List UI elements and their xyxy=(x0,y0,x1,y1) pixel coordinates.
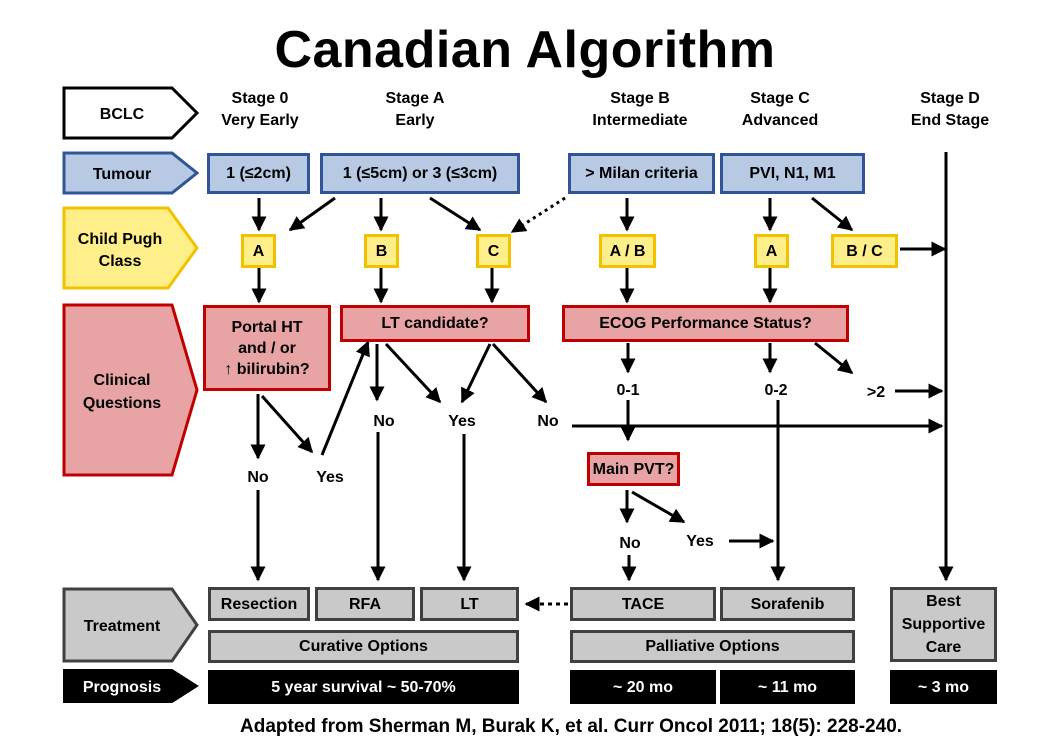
clinical-box-lt-candidate: LT candidate? xyxy=(340,305,530,342)
stage-b-line2: Intermediate xyxy=(592,112,688,129)
curative-options: Curative Options xyxy=(208,630,519,663)
treatment-resection: Resection xyxy=(208,587,310,621)
stage-0-line1: Stage 0 xyxy=(231,90,289,107)
row-label-bclc: BCLC xyxy=(62,86,200,140)
stage-c-line1: Stage C xyxy=(750,90,810,107)
stage-d-header: Stage D End Stage xyxy=(895,88,1005,132)
treatment-rfa: RFA xyxy=(315,587,415,621)
clinical-box-main-pvt: Main PVT? xyxy=(587,452,680,486)
palliative-options: Palliative Options xyxy=(570,630,855,663)
child-pugh-box-a-stage0: A xyxy=(241,234,276,268)
arrow-yes-lt xyxy=(320,340,370,456)
row-label-treatment-text: Treatment xyxy=(84,618,161,635)
prognosis-sorafenib: ~ 11 mo xyxy=(720,670,855,704)
bsc-line2: Supportive xyxy=(901,616,986,633)
arrow-c-no xyxy=(491,342,548,404)
answer-no-pvt: No xyxy=(619,535,641,552)
arrow-t2-c xyxy=(429,196,482,232)
stage-0-line2: Very Early xyxy=(221,112,299,129)
portal-ht-line3: ↑ bilirubin? xyxy=(224,360,310,378)
answer-no-lt: No xyxy=(373,413,395,430)
treatment-tace: TACE xyxy=(570,587,716,621)
answer-ecog-0-2: 0-2 xyxy=(764,382,788,399)
bsc-line3: Care xyxy=(925,639,962,656)
citation: Adapted from Sherman M, Burak K, et al. … xyxy=(240,716,903,737)
arrow-ecog-gt2 xyxy=(814,341,854,375)
arrow-pvt-yes xyxy=(631,490,686,524)
stage-d-line2: End Stage xyxy=(910,112,990,129)
clinical-box-ecog: ECOG Performance Status? xyxy=(562,305,849,342)
treatment-sorafenib: Sorafenib xyxy=(720,587,855,621)
answer-ecog-gt2: >2 xyxy=(866,384,886,401)
tumour-box-3: > Milan criteria xyxy=(568,153,715,194)
portal-ht-line1: Portal HT xyxy=(231,318,303,336)
tumour-box-4: PVI, N1, M1 xyxy=(720,153,865,194)
portal-ht-line2: and / or xyxy=(238,339,296,357)
stage-c-line2: Advanced xyxy=(741,112,819,129)
treatment-best-supportive-care: Best Supportive Care xyxy=(890,587,997,662)
arrow-t2-a xyxy=(288,196,336,232)
clinical-box-portal-ht: Portal HT and / or ↑ bilirubin? xyxy=(203,305,331,391)
answer-yes-lt: Yes xyxy=(448,413,476,430)
treatment-lt: LT xyxy=(420,587,519,621)
stage-d-line1: Stage D xyxy=(920,90,980,107)
arrow-lt-yes-1 xyxy=(384,342,442,404)
stage-a-header: Stage A Early xyxy=(355,88,475,132)
answer-no-portal: No xyxy=(247,469,269,486)
arrow-t4-bc xyxy=(811,196,854,232)
stage-a-line1: Stage A xyxy=(385,90,445,107)
arrow-t3-c-dotted xyxy=(510,196,566,234)
row-label-child-pugh-line1: Child Pugh xyxy=(78,231,162,248)
row-label-child-pugh-line2: Class xyxy=(99,253,142,270)
page-title: Canadian Algorithm xyxy=(274,21,776,79)
answer-yes-portal: Yes xyxy=(316,469,344,486)
row-label-prognosis: Prognosis xyxy=(63,669,199,703)
child-pugh-box-bc-stagec: B / C xyxy=(831,234,898,268)
arrow-lt-yes-2 xyxy=(460,343,492,404)
arrow-portal-yes xyxy=(260,395,314,454)
row-label-treatment: Treatment xyxy=(62,587,199,663)
answer-no-c: No xyxy=(537,413,559,430)
tumour-box-2: 1 (≤5cm) or 3 (≤3cm) xyxy=(320,153,520,194)
prognosis-bsc: ~ 3 mo xyxy=(890,670,997,704)
stage-a-line2: Early xyxy=(395,112,435,129)
row-label-prognosis-text: Prognosis xyxy=(83,679,161,696)
row-label-clinical-line1: Clinical xyxy=(94,372,151,389)
child-pugh-box-ab-stageb: A / B xyxy=(599,234,656,268)
prognosis-tace: ~ 20 mo xyxy=(570,670,716,704)
stage-0-header: Stage 0 Very Early xyxy=(205,88,315,132)
row-label-child-pugh: Child Pugh Class xyxy=(62,206,199,290)
answer-ecog-0-1: 0-1 xyxy=(616,382,640,399)
row-label-tumour: Tumour xyxy=(62,151,200,195)
answer-yes-pvt: Yes xyxy=(686,533,714,550)
stage-c-header: Stage C Advanced xyxy=(725,88,835,132)
bsc-line1: Best xyxy=(926,593,961,610)
row-label-tumour-text: Tumour xyxy=(93,166,151,183)
stage-b-line1: Stage B xyxy=(610,90,670,107)
child-pugh-box-c-stagea: C xyxy=(476,234,511,268)
stage-b-header: Stage B Intermediate xyxy=(575,88,705,132)
row-label-clinical: Clinical Questions xyxy=(62,303,199,477)
child-pugh-box-a-stagec: A xyxy=(754,234,789,268)
tumour-box-1: 1 (≤2cm) xyxy=(207,153,310,194)
row-label-clinical-line2: Questions xyxy=(83,395,161,412)
child-pugh-box-b-stagea: B xyxy=(364,234,399,268)
row-label-bclc-text: BCLC xyxy=(100,106,145,123)
prognosis-curative: 5 year survival ~ 50-70% xyxy=(208,670,519,704)
